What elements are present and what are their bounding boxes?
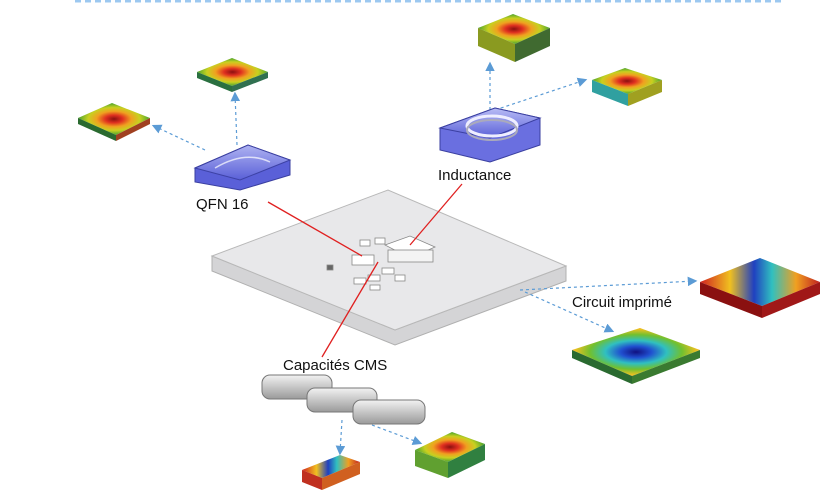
qfn16-chip	[193, 144, 292, 191]
arrows	[151, 61, 698, 456]
heatmap-inductance-right	[592, 68, 662, 106]
inductance-component	[438, 107, 542, 163]
heatmap-pcb-bottom	[572, 328, 700, 384]
heatmap-inductance-top	[478, 14, 550, 62]
board-components	[326, 235, 436, 291]
heatmap-tiles	[78, 14, 820, 490]
smd-capacitors	[261, 374, 426, 425]
leader-lines	[267, 183, 463, 358]
inductance-label: Inductance	[438, 167, 512, 184]
heatmap-capacitor-right	[415, 432, 485, 478]
heatmap-pcb-right	[700, 258, 820, 318]
heatmap-qfn-left	[78, 103, 150, 141]
pcb-label: Circuit imprimé	[572, 294, 673, 311]
capacitors-label: Capacités CMS	[283, 357, 388, 374]
printed-circuit-board	[210, 189, 568, 346]
qfn16-label: QFN 16	[196, 196, 249, 213]
heatmap-qfn-top	[197, 58, 268, 92]
heatmap-capacitor-left	[302, 455, 360, 490]
